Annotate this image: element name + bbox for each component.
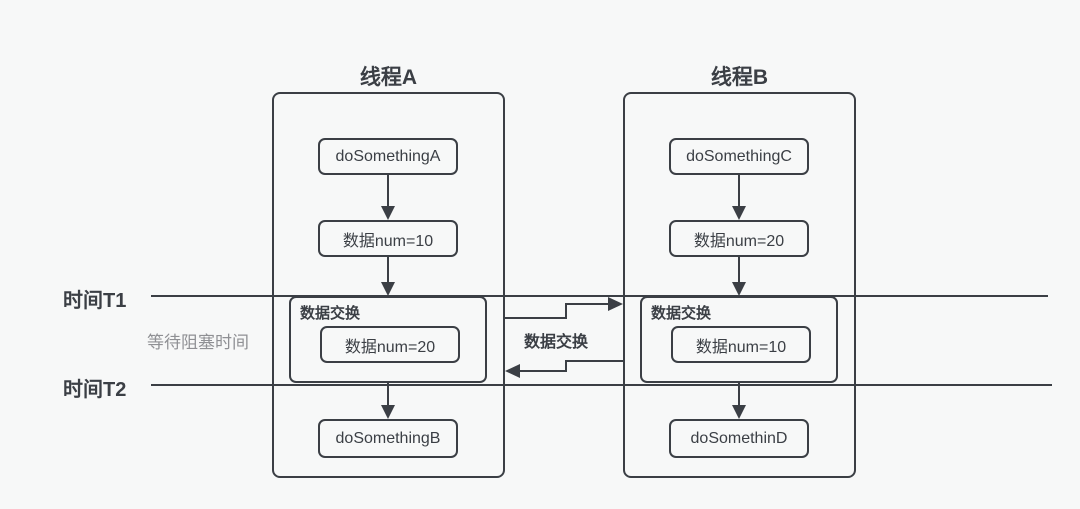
exchange-inner-a: 数据num=20 <box>320 326 460 363</box>
arrow-down-icon <box>381 405 395 419</box>
thread-a-frame <box>272 92 505 478</box>
exchange-arrow-b-to-a <box>566 360 623 362</box>
node-do-something-c: doSomethingC <box>669 138 809 175</box>
node-data-num-b: 数据num=20 <box>669 220 809 257</box>
thread-a-title: 线程A <box>359 66 418 89</box>
arrow-right-icon <box>608 297 623 311</box>
arrow-down-icon <box>732 405 746 419</box>
timeline-t1-line <box>151 295 1048 297</box>
wait-blocking-label: 等待阻塞时间 <box>147 333 249 352</box>
exchange-arrow-b-to-a <box>565 360 567 372</box>
exchange-box-b-label: 数据交换 <box>651 305 712 322</box>
exchange-box-b: 数据交换 数据num=10 <box>640 296 838 383</box>
arrow-down-icon <box>732 282 746 296</box>
exchange-box-a-label: 数据交换 <box>300 305 361 322</box>
arrow-down-icon <box>381 206 395 220</box>
thread-b-title: 线程B <box>710 66 769 89</box>
exchange-arrow-a-to-b <box>565 303 567 319</box>
node-do-something-b: doSomethingB <box>318 419 458 458</box>
timeline-t1-label: 时间T1 <box>63 290 127 312</box>
node-do-somethin-d: doSomethinD <box>669 419 809 458</box>
arrow-left-icon <box>505 364 520 378</box>
exchange-arrow-a-to-b <box>505 317 567 319</box>
exchange-mid-label: 数据交换 <box>523 334 588 351</box>
arrow-line <box>738 257 740 283</box>
node-do-something-a: doSomethingA <box>318 138 458 175</box>
arrow-line <box>387 257 389 283</box>
node-data-num-a: 数据num=10 <box>318 220 458 257</box>
arrow-line <box>387 175 389 208</box>
exchange-arrow-a-to-b <box>565 303 610 305</box>
arrow-down-icon <box>381 282 395 296</box>
thread-b-frame <box>623 92 856 478</box>
thread-a-group: 线程A doSomethingA 数据num=10 数据交换 数据num=20 … <box>272 66 505 478</box>
arrow-down-icon <box>732 206 746 220</box>
arrow-line <box>738 383 740 407</box>
thread-b-group: 线程B doSomethingC 数据num=20 数据交换 数据num=10 … <box>623 66 856 478</box>
exchange-arrow-b-to-a <box>518 370 567 372</box>
arrow-line <box>387 383 389 407</box>
timeline-t2-line <box>151 384 1052 386</box>
arrow-line <box>738 175 740 208</box>
exchange-inner-b: 数据num=10 <box>671 326 811 363</box>
timeline-t2-label: 时间T2 <box>63 379 127 401</box>
exchange-box-a: 数据交换 数据num=20 <box>289 296 487 383</box>
